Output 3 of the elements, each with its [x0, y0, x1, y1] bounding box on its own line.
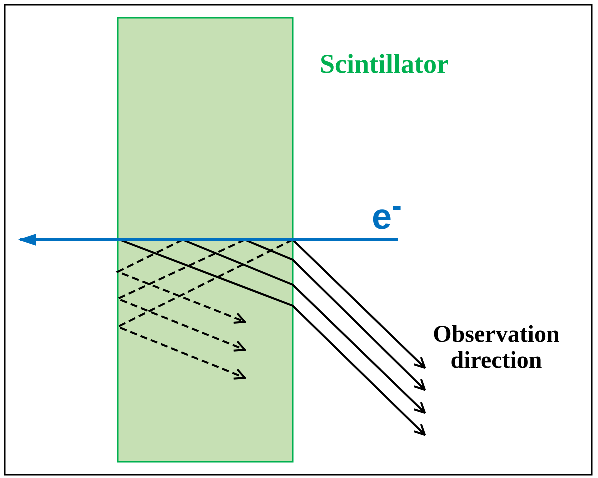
scintillator-label: Scintillator	[320, 50, 449, 80]
observation-direction-label: Observation direction	[432, 322, 561, 375]
electron-label: e$^{-}$	[372, 190, 402, 237]
